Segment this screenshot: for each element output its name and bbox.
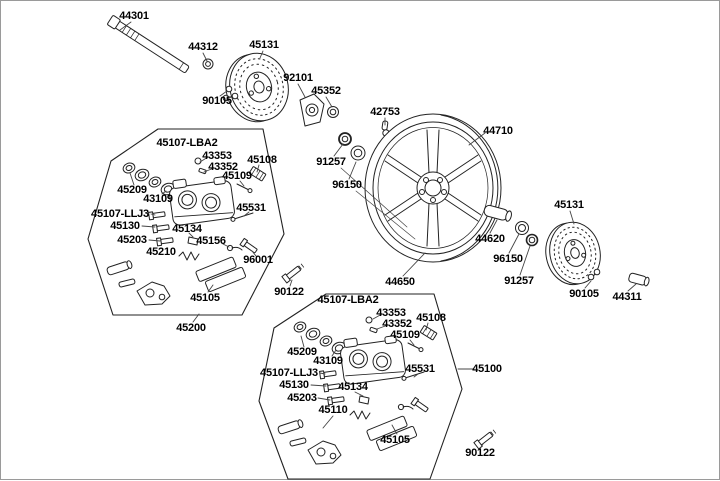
part-label-90122-a: 90122 xyxy=(274,285,304,298)
oil-seal-right xyxy=(525,233,539,247)
part-label-90122-b: 90122 xyxy=(465,446,495,459)
c1-label-45156: 45156 xyxy=(196,234,226,247)
front-wheel xyxy=(364,113,502,263)
c2-assembly-label: 45100 xyxy=(472,362,502,375)
part-label-44312: 44312 xyxy=(188,40,218,53)
caliper-panel-left-outline xyxy=(87,128,285,316)
part-label-44311: 44311 xyxy=(612,290,642,303)
c1-label-45203: 45203 xyxy=(117,233,147,246)
c2-label-43109: 43109 xyxy=(313,354,343,367)
sensor-plate xyxy=(299,93,325,127)
spacer-collar-44311 xyxy=(628,272,650,287)
c2-label-45134: 45134 xyxy=(338,380,368,393)
part-label-44620: 44620 xyxy=(475,232,505,245)
part-label-91257-left: 91257 xyxy=(316,155,346,168)
caliper2-title: 45107-LBA2 xyxy=(317,293,379,306)
leader-lines xyxy=(119,21,637,448)
c1-label-45105: 45105 xyxy=(190,291,220,304)
c1-label-45210: 45210 xyxy=(146,245,176,258)
part-label-45131-top: 45131 xyxy=(249,38,279,51)
part-label-90105-top: 90105 xyxy=(202,94,232,107)
part-label-96150-right: 96150 xyxy=(493,252,523,265)
c2-label-43353: 43353 xyxy=(376,306,406,319)
c1-label-43352: 43352 xyxy=(208,160,238,173)
part-label-90105-right: 90105 xyxy=(569,287,599,300)
part-label-42753: 42753 xyxy=(370,105,400,118)
c2-label-45107-llj3: 45107-LLJ3 xyxy=(260,366,318,379)
c2-label-45209: 45209 xyxy=(287,345,317,358)
flange-bolt-2 xyxy=(473,427,498,450)
part-label-44301: 44301 xyxy=(119,9,149,22)
part-label-44710: 44710 xyxy=(483,124,513,137)
part-label-45131-right: 45131 xyxy=(554,198,584,211)
c2-label-45110: 45110 xyxy=(318,403,348,416)
c1-label-45134: 45134 xyxy=(172,222,202,235)
right-brake-disc xyxy=(545,221,601,286)
caliper-panel-right-outline xyxy=(258,293,463,480)
c1-assembly-label: 45200 xyxy=(176,321,206,334)
disc-bolts-right xyxy=(587,268,601,281)
front-axle xyxy=(107,15,214,73)
c1-label-96001: 96001 xyxy=(243,253,273,266)
c1-label-45107-llj3: 45107-LLJ3 xyxy=(91,207,149,220)
part-label-96150-left: 96150 xyxy=(332,178,362,191)
c1-label-45531: 45531 xyxy=(236,201,266,214)
side-collar xyxy=(483,204,512,222)
c1-label-45109: 45109 xyxy=(222,169,252,182)
c2-label-45203: 45203 xyxy=(287,391,317,404)
c2-label-43352: 43352 xyxy=(382,317,412,330)
oil-seal-left xyxy=(338,132,352,146)
c2-label-45109: 45109 xyxy=(390,328,420,341)
c1-label-45108: 45108 xyxy=(247,153,277,166)
c2-label-45108: 45108 xyxy=(416,311,446,324)
c1-label-45209: 45209 xyxy=(117,183,147,196)
bearing-left xyxy=(350,145,366,161)
part-label-44650: 44650 xyxy=(385,275,415,288)
brake-caliper-assembly xyxy=(106,157,267,306)
flange-bolt xyxy=(281,263,305,284)
bearing-right xyxy=(515,221,529,235)
c1-label-43109: 43109 xyxy=(143,192,173,205)
front-brake-disc xyxy=(225,52,289,123)
caliper1-title: 45107-LBA2 xyxy=(156,136,218,149)
retainer-ring xyxy=(327,106,339,118)
c1-label-45130: 45130 xyxy=(110,219,140,232)
c2-label-45531: 45531 xyxy=(405,362,435,375)
c2-label-45105: 45105 xyxy=(380,433,410,446)
part-label-45352: 45352 xyxy=(311,84,341,97)
part-label-91257-right: 91257 xyxy=(504,274,534,287)
part-label-92101: 92101 xyxy=(283,71,313,84)
c1-label-43353: 43353 xyxy=(202,149,232,162)
c2-label-45130: 45130 xyxy=(279,378,309,391)
disc-bolts-top xyxy=(222,85,239,102)
